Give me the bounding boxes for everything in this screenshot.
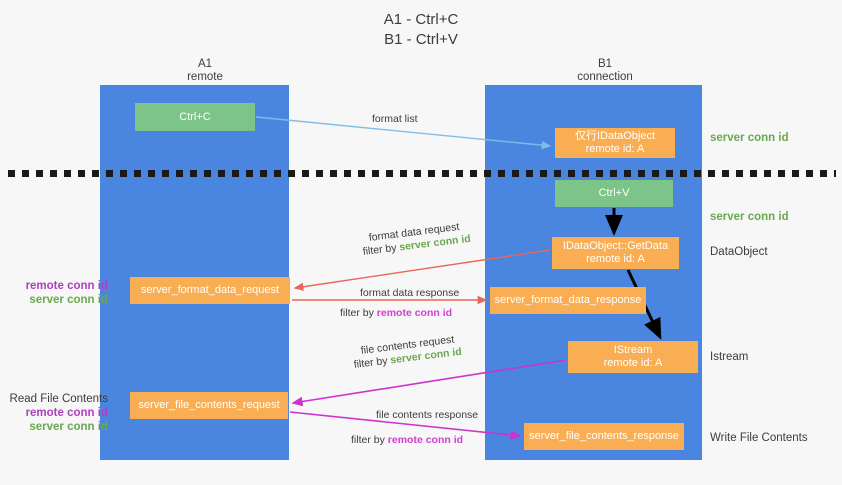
node-ctrl-v[interactable]: Ctrl+V [555,180,673,207]
filter-prefix: filter by [353,354,392,371]
node-getdata-label: IDataObject::GetData [562,240,669,252]
page-title: A1 - Ctrl+C B1 - Ctrl+V [0,10,842,50]
edge-label-format-data-response: format data response [360,287,460,299]
node-getdata-remote-id: remote id: A [586,253,645,265]
side-label-server-conn-id-mid: server conn id [710,211,789,223]
filter-value-remote-conn-id: remote conn id [376,307,453,319]
edge-label-format-data-response-filter: filter by remote conn id [340,306,452,320]
column-header-a1-subtitle: remote [187,71,223,83]
node-ctrl-c-label: Ctrl+C [179,110,211,123]
left-label-remote-conn-id: remote conn id [25,407,108,419]
node-istream[interactable]: IStream remote id: A [568,341,698,373]
column-header-b1-subtitle: connection [577,71,633,83]
node-server-format-data-request[interactable]: server_format_data_request [130,277,290,304]
left-label-server-conn-id: server conn id [29,294,108,306]
node-istream-label: IStream [613,344,653,356]
left-label-server-conn-id: server conn id [29,421,108,433]
column-header-b1-name: B1 [597,58,613,70]
side-label-server-conn-id-top: server conn id [710,132,789,144]
edge-label-file-contents-response-filter: filter by remote conn id [351,433,463,447]
node-server-file-contents-request[interactable]: server_file_contents_request [130,392,288,419]
column-header-b1: B1 connection [540,58,670,84]
edge-label-file-contents-response: file contents response [376,409,479,421]
node-server-file-contents-response[interactable]: server_file_contents_response [524,423,684,450]
side-label-dataobject: DataObject [710,246,768,258]
column-header-a1: A1 remote [140,58,270,84]
left-label-file-group: Read File Contents remote conn id server… [8,392,108,434]
node-idataobject-label: 仅行IDataObject [574,130,656,142]
node-istream-remote-id: remote id: A [603,357,663,369]
node-server-file-contents-response-label: server_file_contents_response [529,430,679,442]
node-server-format-data-request-label: server_format_data_request [140,284,280,296]
filter-prefix: filter by [362,241,401,258]
node-ctrl-v-label: Ctrl+V [598,187,630,199]
side-label-istream: Istream [710,351,749,363]
filter-value-remote-conn-id: remote conn id [387,434,464,446]
left-label-read-file-contents: Read File Contents [9,393,108,405]
node-idataobject-getdata[interactable]: IDataObject::GetData remote id: A [552,237,679,269]
node-idataobject[interactable]: 仅行IDataObject remote id: A [555,128,675,158]
left-label-format-group: remote conn id server conn id [8,279,108,307]
side-label-write-file-contents: Write File Contents [710,432,808,444]
title-line-1: A1 - Ctrl+C [383,11,459,28]
node-ctrl-c[interactable]: Ctrl+C [135,103,255,131]
column-header-a1-name: A1 [197,58,213,70]
edge-label-format-list: format list [372,113,418,125]
node-server-file-contents-request-label: server_file_contents_request [138,399,280,411]
filter-prefix: filter by [340,307,377,319]
left-label-remote-conn-id: remote conn id [25,280,108,292]
title-line-2: B1 - Ctrl+V [384,31,458,48]
node-idataobject-remote-id: remote id: A [585,143,645,155]
filter-prefix: filter by [351,434,388,446]
phase-divider [8,170,836,177]
node-server-format-data-response[interactable]: server_format_data_response [490,287,646,314]
node-server-format-data-response-label: server_format_data_response [494,294,642,306]
